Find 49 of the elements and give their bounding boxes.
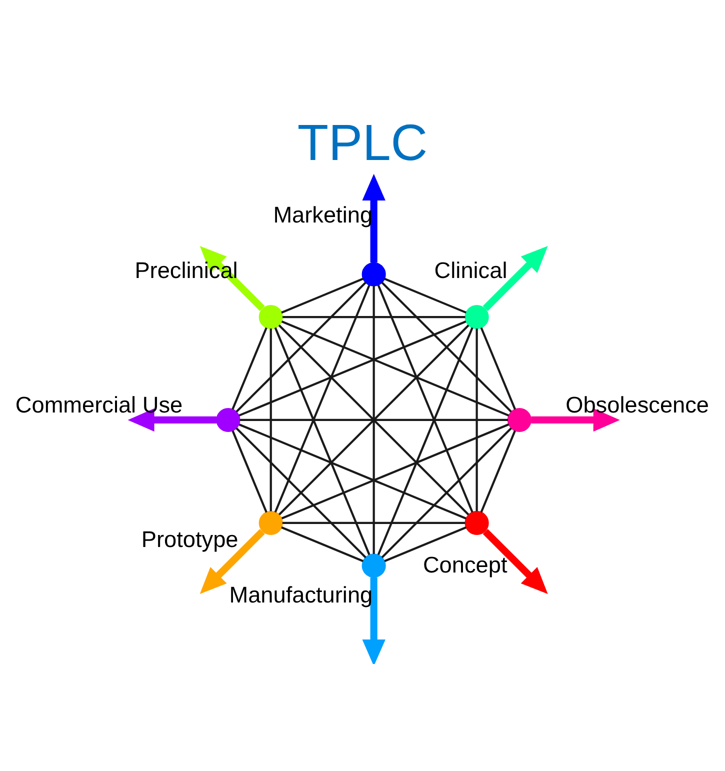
connector [377, 284, 474, 512]
connector [236, 426, 366, 558]
connector [282, 521, 466, 524]
edge-label: Clinical [434, 258, 508, 283]
connector [238, 423, 467, 519]
node-circle [258, 510, 283, 534]
connector [281, 320, 510, 416]
node-circle [362, 553, 386, 578]
edge-label: Commercial Use [15, 392, 183, 418]
edge-label: Obsolescence [566, 392, 710, 418]
connector [281, 526, 364, 562]
edge-label: Prototype [141, 526, 238, 552]
node-circle [507, 407, 532, 432]
connector [381, 281, 512, 412]
connector [384, 277, 466, 314]
connector [480, 326, 516, 410]
arrow [362, 173, 386, 262]
connector [476, 328, 478, 511]
arrow [482, 528, 548, 594]
arrow [362, 576, 386, 664]
node-circle [464, 304, 489, 329]
arrow [200, 245, 265, 310]
edge-label: Concept [422, 552, 508, 578]
connector [274, 284, 370, 512]
connector [282, 315, 466, 318]
connector [381, 426, 512, 558]
node-circle [258, 304, 283, 329]
arrow [482, 245, 548, 310]
node-circle [216, 407, 240, 432]
connector [480, 430, 516, 512]
arrow [531, 408, 620, 432]
node-circle [464, 510, 489, 534]
connector [281, 277, 364, 314]
connector [274, 326, 370, 555]
connector [270, 328, 272, 511]
arrow [128, 408, 217, 432]
connector [240, 418, 508, 421]
connector [278, 324, 470, 515]
connector [232, 326, 268, 410]
connector [384, 526, 467, 562]
diagram-title: TPLC [297, 114, 428, 171]
connector [377, 326, 474, 555]
connector [238, 320, 466, 416]
node-circle [362, 262, 386, 286]
connector [281, 422, 510, 519]
connector [236, 281, 366, 412]
connector [372, 285, 375, 554]
connector [232, 430, 268, 512]
arrow [200, 528, 265, 594]
